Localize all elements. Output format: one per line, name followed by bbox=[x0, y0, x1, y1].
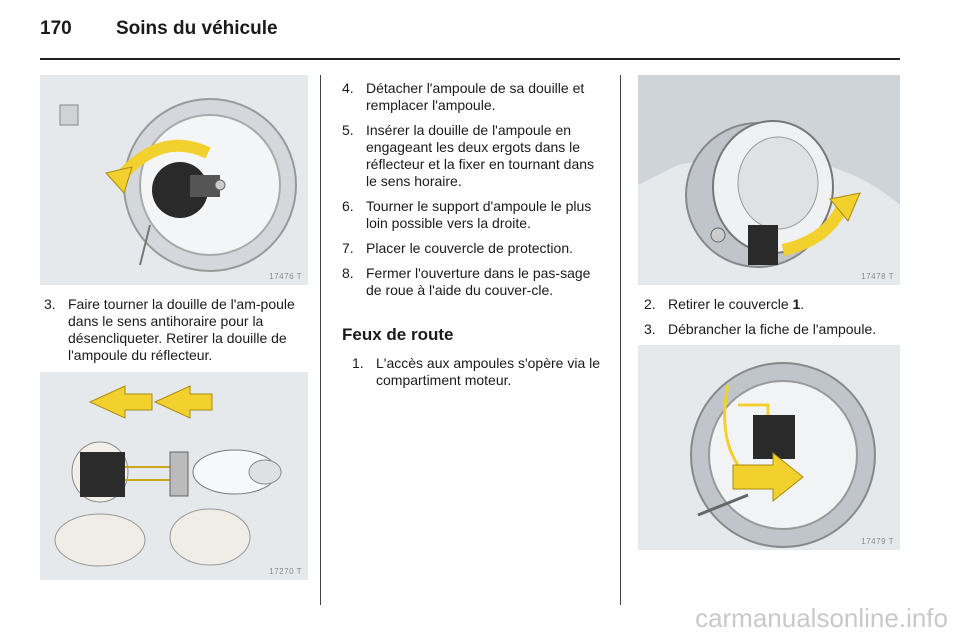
step-number: 3. bbox=[44, 296, 56, 312]
plug-disconnect-drawing bbox=[638, 345, 900, 550]
illustration-bulb-removal: 17270 T bbox=[40, 372, 308, 580]
step-list-middle: 4. Détacher l'ampoule de sa douille et r… bbox=[342, 80, 607, 307]
step-text: Insérer la douille de l'ampoule en engag… bbox=[366, 122, 595, 189]
bulb-removal-drawing bbox=[40, 372, 308, 580]
step-list-right: 2. Retirer le couvercle 1. 3. Débrancher… bbox=[644, 296, 906, 346]
list-item: 7. Placer le couvercle de protection. bbox=[342, 240, 607, 257]
illustration-cover-removal: 17478 T bbox=[638, 75, 900, 285]
step-list-high-beam: 1. L'accès aux ampoules s'opère via le c… bbox=[352, 355, 607, 397]
page-title: Soins du véhicule bbox=[116, 18, 278, 39]
list-item: 8. Fermer l'ouverture dans le pas-sage d… bbox=[342, 265, 607, 299]
page-header: 170 Soins du véhicule bbox=[40, 18, 278, 48]
list-item: 6. Tourner le support d'ampoule le plus … bbox=[342, 198, 607, 232]
figure-code: 17479 T bbox=[861, 537, 894, 546]
step-text: L'accès aux ampoules s'opère via le comp… bbox=[376, 355, 601, 388]
illustration-bulb-socket-rotate: 17476 T bbox=[40, 75, 308, 285]
step-number: 5. bbox=[342, 122, 354, 138]
figure-code: 17476 T bbox=[269, 272, 302, 281]
step-text: Fermer l'ouverture dans le pas-sage de r… bbox=[366, 265, 591, 298]
cover-removal-drawing bbox=[638, 75, 900, 285]
figure-code: 17270 T bbox=[269, 567, 302, 576]
figure-code: 17478 T bbox=[861, 272, 894, 281]
column-divider-right bbox=[620, 75, 621, 605]
step-number: 1. bbox=[352, 355, 364, 371]
step-number: 7. bbox=[342, 240, 354, 256]
socket-rotate-drawing bbox=[40, 75, 308, 285]
step-text: Tourner le support d'ampoule le plus loi… bbox=[366, 198, 592, 231]
list-item: 2. Retirer le couvercle 1. bbox=[644, 296, 906, 313]
column-divider-left bbox=[320, 75, 321, 605]
list-item: 3. Débrancher la fiche de l'ampoule. bbox=[644, 321, 906, 338]
watermark: carmanualsonline.info bbox=[695, 603, 948, 633]
step-number: 8. bbox=[342, 265, 354, 281]
illustration-plug-disconnect: 17479 T bbox=[638, 345, 900, 550]
section-heading: Feux de route bbox=[342, 325, 454, 344]
step-number: 3. bbox=[644, 321, 656, 337]
step-text: Débrancher la fiche de l'ampoule. bbox=[668, 321, 877, 337]
header-rule bbox=[40, 58, 900, 60]
list-item: 4. Détacher l'ampoule de sa douille et r… bbox=[342, 80, 607, 114]
page-number: 170 bbox=[40, 18, 72, 39]
step-number: 2. bbox=[644, 296, 656, 312]
list-item: 3. Faire tourner la douille de l'am-poul… bbox=[44, 296, 309, 364]
cover-number: 1 bbox=[792, 296, 801, 312]
step-list-left: 3. Faire tourner la douille de l'am-poul… bbox=[44, 296, 309, 372]
step-text: Placer le couvercle de protection. bbox=[366, 240, 573, 256]
step-text: Faire tourner la douille de l'am-poule d… bbox=[68, 296, 295, 363]
step-text: Détacher l'ampoule de sa douille et remp… bbox=[366, 80, 585, 113]
step-text: Retirer le couvercle 1. bbox=[668, 296, 805, 312]
list-item: 1. L'accès aux ampoules s'opère via le c… bbox=[352, 355, 607, 389]
step-number: 4. bbox=[342, 80, 354, 96]
step-number: 6. bbox=[342, 198, 354, 214]
list-item: 5. Insérer la douille de l'ampoule en en… bbox=[342, 122, 607, 190]
